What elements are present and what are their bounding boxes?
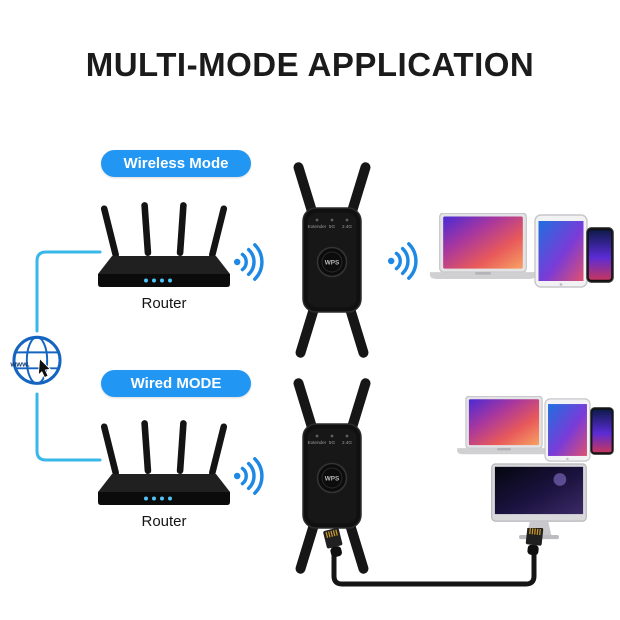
laptop-icon [452, 396, 556, 457]
laptop-icon [424, 213, 542, 282]
cursor-icon [37, 357, 52, 379]
wifi-signal-icon [231, 455, 271, 497]
tablet-icon [534, 214, 588, 288]
phone-icon [586, 227, 614, 283]
wireless-mode-label: Wireless Mode [123, 155, 229, 172]
wired-mode-badge: Wired MODE [101, 370, 251, 397]
page-title: MULTI-MODE APPLICATION [85, 46, 535, 83]
phone-icon [590, 407, 614, 455]
globe-www-label: www. [9, 360, 29, 369]
wifi-signal-icon [231, 241, 271, 283]
router-label: Router [141, 513, 187, 530]
internet-globe-icon: www. [9, 335, 62, 385]
rj45-plug-icon [322, 528, 346, 560]
router-label: Router [141, 295, 187, 312]
wired-mode-label: Wired MODE [130, 375, 222, 392]
wireless-mode-badge: Wireless Mode [101, 150, 251, 177]
tablet-icon [544, 398, 591, 462]
wifi-extender-device [272, 160, 392, 360]
ethernet-cable [322, 528, 545, 587]
router-icon [94, 194, 234, 294]
rj45-plug-icon [523, 528, 545, 557]
router-icon [94, 412, 234, 512]
wifi-signal-icon [385, 240, 425, 282]
